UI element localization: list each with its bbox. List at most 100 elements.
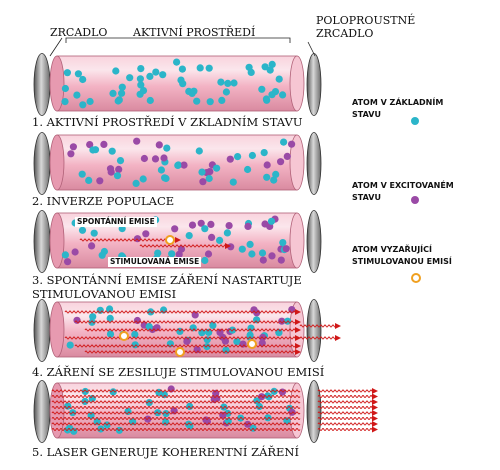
- ground-atom: [245, 63, 253, 71]
- ground-atom: [258, 85, 266, 93]
- ground-atom: [79, 75, 87, 84]
- left-mirror: [33, 132, 51, 195]
- ground-atom: [96, 306, 104, 314]
- radiation-wave: [317, 395, 375, 398]
- partial-mirror-pointer: [307, 41, 316, 57]
- left-mirror: [33, 210, 51, 273]
- radiation-wave: [317, 411, 375, 415]
- ground-atom: [174, 161, 182, 169]
- ground-atom: [61, 84, 69, 93]
- ground-atom: [81, 387, 89, 396]
- ground-atom: [179, 80, 187, 88]
- ground-atom: [206, 98, 214, 106]
- ground-atom: [279, 91, 287, 99]
- ground-atom: [90, 229, 98, 237]
- radiation-arrowhead: [372, 421, 378, 427]
- excited-atom: [208, 233, 216, 241]
- ground-atom: [79, 101, 87, 109]
- ground-atom: [118, 89, 126, 97]
- ground-atom: [261, 63, 269, 71]
- ground-atom: [74, 70, 82, 78]
- ground-atom: [131, 330, 139, 338]
- excited-atom: [207, 220, 215, 228]
- ground-atom: [272, 170, 280, 178]
- excited-atom: [100, 140, 108, 148]
- radiation-arrowhead: [372, 426, 378, 433]
- ground-atom: [137, 65, 145, 73]
- mirror-label: ZRCADLO: [50, 26, 108, 39]
- ground-atom: [275, 75, 283, 83]
- legend-ground-line2: STAVU: [352, 110, 381, 119]
- excited-atom: [151, 155, 160, 163]
- ground-atom: [279, 239, 287, 247]
- radiation-arrowhead: [175, 237, 181, 243]
- radiation-wave: [84, 328, 298, 332]
- ground-atom: [86, 97, 94, 106]
- ground-atom: [152, 68, 160, 76]
- step-4-caption: 4. ZÁŘENÍ SE ZESILUJE STIMULOVANOU EMISÍ: [32, 365, 325, 379]
- ground-atom: [113, 172, 122, 180]
- excited-atom: [180, 161, 188, 169]
- excited-atom: [197, 219, 205, 227]
- ground-atom: [268, 91, 276, 99]
- stimulated-emission-tag: STIMULOVANÁ EMISE: [108, 257, 202, 267]
- ground-atom: [137, 81, 145, 89]
- excited-atom: [225, 222, 233, 230]
- excited-atom: [133, 137, 141, 145]
- partial-mirror: [306, 53, 322, 116]
- ground-atom: [190, 87, 198, 95]
- ground-atom: [280, 138, 288, 146]
- excited-atom: [86, 141, 94, 149]
- ground-atom: [222, 88, 230, 96]
- ground-atom: [136, 75, 144, 83]
- ground-atom: [61, 98, 69, 106]
- emitting-atom: [175, 347, 185, 357]
- ground-atom: [262, 95, 270, 103]
- ground-atom: [258, 249, 267, 257]
- excited-atom: [278, 317, 286, 325]
- radiation-wave: [51, 428, 301, 431]
- radiation-arrowhead: [372, 393, 378, 400]
- radiation-arrowhead: [295, 309, 301, 315]
- partial-mirror: [306, 210, 322, 273]
- ground-atom: [248, 250, 256, 258]
- ground-atom: [268, 60, 276, 68]
- ground-atom: [233, 338, 241, 346]
- ground-atom: [61, 251, 69, 259]
- excited-atom: [69, 143, 77, 151]
- radiation-wave: [317, 417, 375, 420]
- ground-atom: [157, 166, 165, 174]
- excited-atom: [263, 161, 271, 169]
- excited-atom: [277, 256, 285, 264]
- excited-atom: [107, 168, 115, 176]
- emitting-atom: [165, 235, 175, 245]
- excited-atom: [216, 328, 224, 336]
- radiation-arrowhead: [372, 404, 378, 411]
- radiation-arrowhead: [295, 327, 301, 333]
- excited-atom: [288, 140, 296, 148]
- partial-mirror: [306, 299, 322, 362]
- excited-atom: [71, 248, 79, 256]
- radiation-wave: [317, 400, 375, 404]
- tube-end-left: [49, 55, 65, 112]
- radiation-wave: [51, 411, 301, 415]
- ground-atom: [146, 96, 154, 105]
- ground-atom: [230, 79, 238, 87]
- ground-atom: [265, 393, 273, 401]
- radiation-arrowhead: [335, 335, 341, 341]
- radiation-wave: [84, 350, 298, 354]
- ground-atom: [145, 399, 153, 407]
- excited-atom: [183, 337, 191, 345]
- ground-atom: [73, 91, 81, 99]
- ground-atom: [78, 226, 87, 234]
- ground-atom: [246, 240, 254, 248]
- radiation-wave: [51, 417, 301, 420]
- legend-emitting-atom: [411, 273, 421, 283]
- ground-atom: [66, 341, 74, 349]
- radiation-wave: [51, 389, 301, 393]
- radiation-wave: [51, 422, 301, 426]
- radiation-arrowhead: [295, 319, 301, 325]
- ground-atom: [267, 217, 276, 225]
